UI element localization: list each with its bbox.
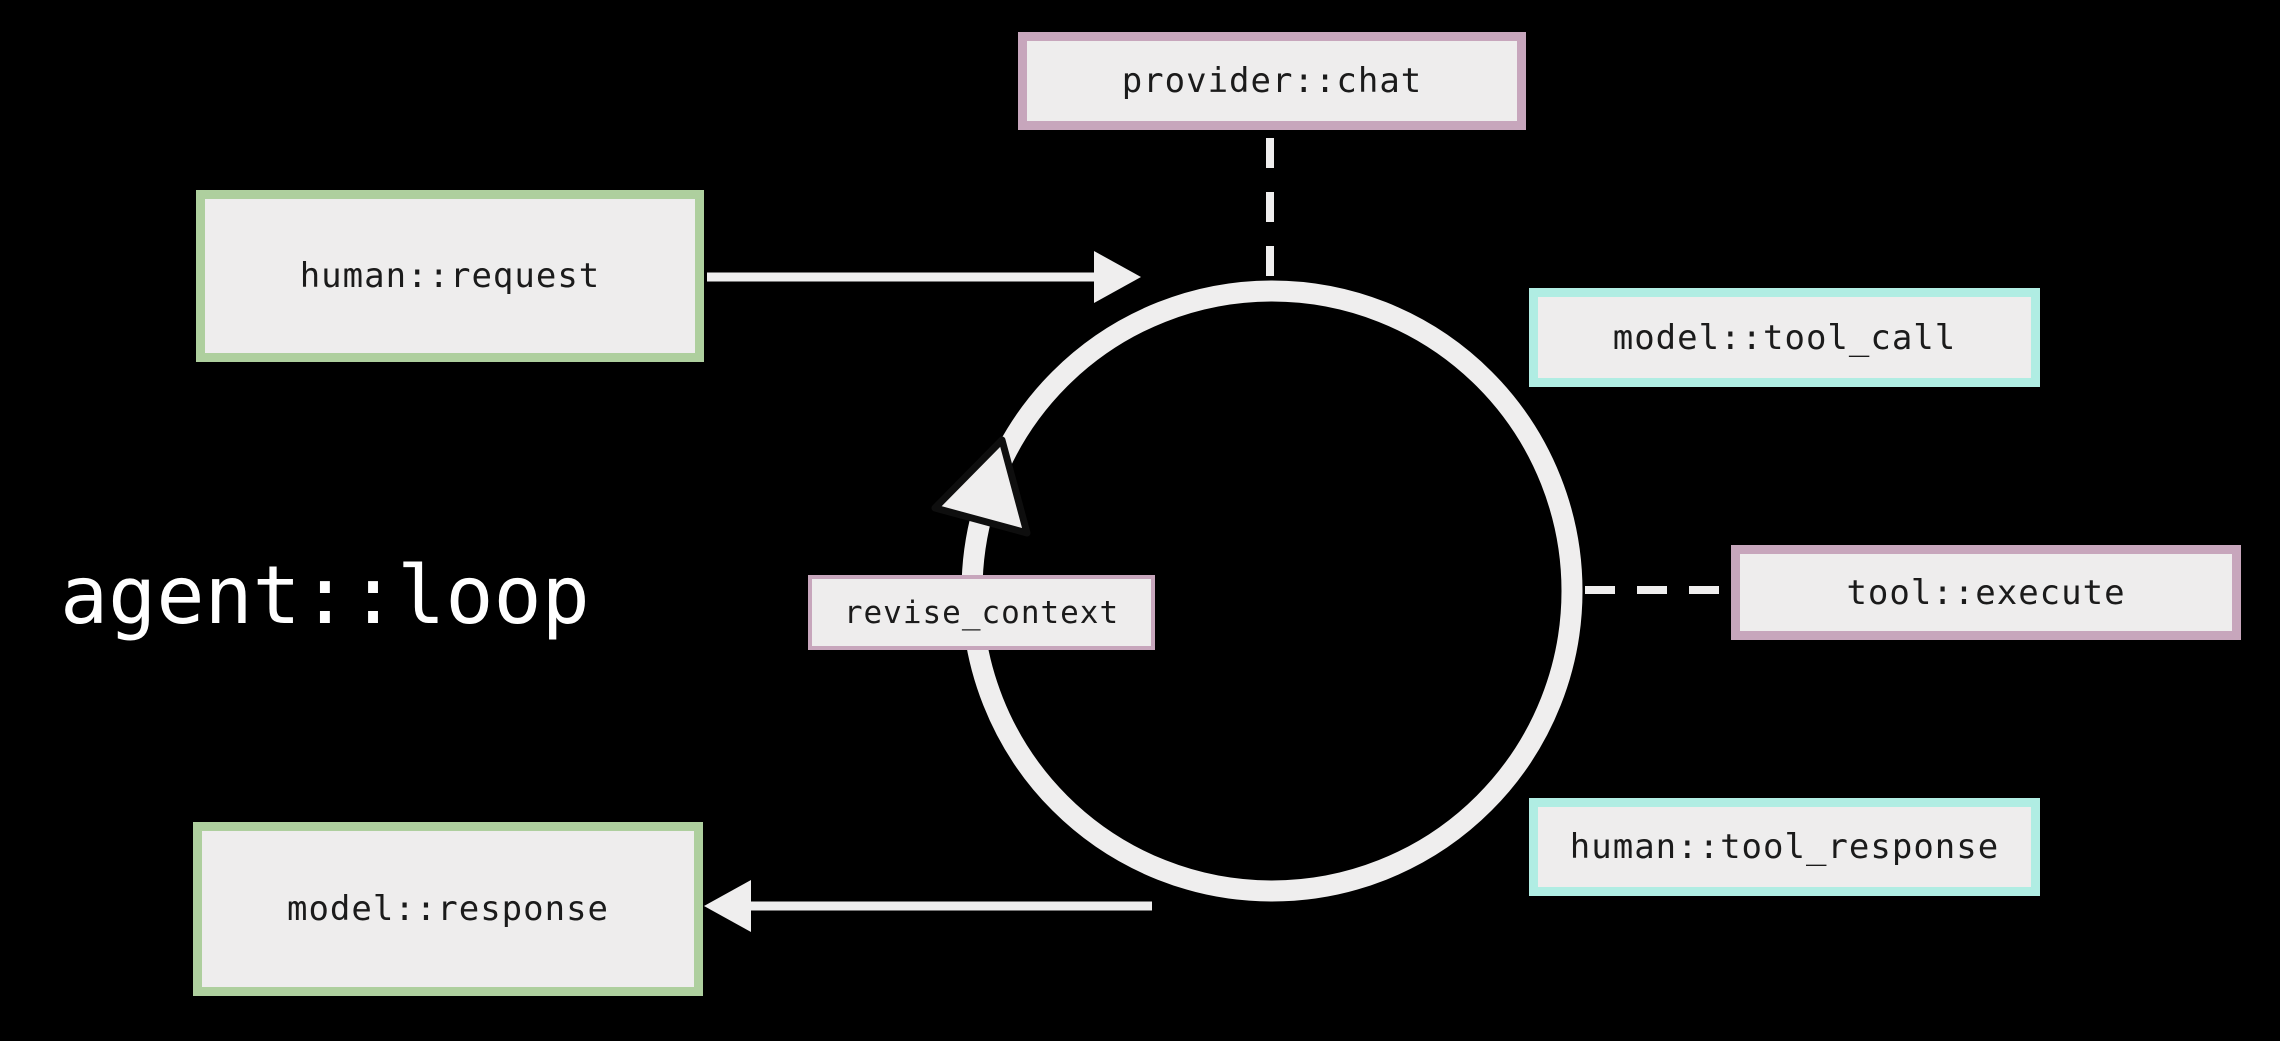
connector-human-request-arrowhead-icon [1094,251,1141,303]
node-provider-chat-label: provider::chat [1121,61,1423,101]
loop-direction-arrowhead-icon [931,436,1031,537]
node-human-request: human::request [196,190,704,362]
node-model-response: model::response [193,822,703,996]
node-tool-execute-label: tool::execute [1846,572,2126,613]
node-human-tool-response-label: human::tool_response [1569,827,2000,867]
diagram-title: agent::loop [60,549,590,642]
node-model-response-label: model::response [286,889,610,929]
node-model-tool-call: model::tool_call [1529,288,2040,387]
node-tool-execute: tool::execute [1731,545,2241,640]
node-model-tool-call-label: model::tool_call [1612,317,1957,358]
connector-model-response-arrowhead-icon [704,880,751,932]
node-human-tool-response: human::tool_response [1529,798,2040,896]
node-revise-context-label: revise_context [843,594,1120,631]
node-human-request-label: human::request [299,256,601,296]
node-revise-context: revise_context [808,575,1155,650]
node-provider-chat: provider::chat [1018,32,1526,130]
